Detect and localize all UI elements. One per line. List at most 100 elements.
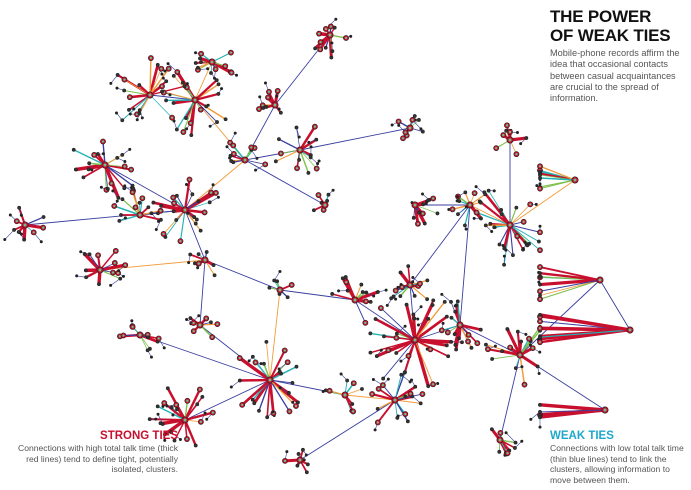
- person-node-center: [294, 404, 298, 408]
- leaf-node: [297, 135, 301, 139]
- tie-edge: [121, 198, 141, 216]
- leaf-node: [330, 41, 334, 45]
- leaf-node: [456, 195, 460, 199]
- person-node-center: [118, 335, 122, 338]
- person-node-center: [131, 325, 134, 329]
- person-node: [375, 406, 380, 411]
- person-node: [502, 262, 506, 267]
- person-node: [131, 186, 136, 191]
- person-node: [457, 336, 461, 341]
- strong-tie-edge: [99, 250, 117, 271]
- person-node: [122, 88, 127, 93]
- person-node: [411, 215, 416, 220]
- person-node: [204, 104, 209, 109]
- person-node: [343, 275, 348, 279]
- person-node: [368, 350, 373, 355]
- person-node: [86, 167, 91, 172]
- tie-edge: [157, 405, 186, 421]
- person-node: [193, 61, 198, 65]
- strong-tie-edge: [149, 85, 186, 96]
- strong-tie-edge: [82, 252, 102, 272]
- person-node-center: [421, 212, 425, 215]
- person-node: [199, 60, 203, 65]
- person-node-center: [211, 335, 214, 339]
- leaf-node: [436, 381, 440, 385]
- weak-tie-edge: [459, 204, 471, 326]
- hub-node-center: [343, 393, 347, 397]
- person-node-center: [101, 140, 105, 143]
- leaf-node: [185, 318, 189, 322]
- leaf-node: [492, 189, 496, 193]
- tie-edge: [539, 279, 601, 296]
- person-node: [41, 215, 46, 219]
- person-node-center: [186, 399, 189, 402]
- tie-edge: [539, 179, 576, 190]
- leaf-node: [408, 380, 412, 384]
- person-node-center: [267, 90, 271, 93]
- person-node: [426, 316, 431, 321]
- tie-edge: [161, 91, 196, 101]
- person-node: [514, 205, 519, 210]
- strong-tie-edge: [370, 392, 397, 402]
- person-node: [290, 380, 295, 385]
- person-node: [421, 202, 426, 207]
- tie-edge: [278, 138, 301, 151]
- leaf-node: [8, 213, 12, 217]
- leaf-node: [515, 130, 519, 134]
- person-node-center: [538, 298, 542, 301]
- person-node-center: [122, 334, 125, 337]
- strong-tie-edge: [159, 204, 187, 212]
- person-node-center: [214, 67, 217, 71]
- person-node: [165, 386, 170, 391]
- leaf-node: [277, 107, 281, 111]
- strong-tie-edge: [298, 125, 317, 152]
- leaf-node: [504, 431, 508, 435]
- person-node: [261, 106, 266, 110]
- person-node: [381, 376, 386, 381]
- person-node: [535, 364, 540, 369]
- strong-tie-edge: [331, 293, 356, 301]
- tie-edge: [121, 94, 151, 121]
- tie-edge: [509, 224, 541, 233]
- person-node: [425, 278, 430, 283]
- hub-node-center: [193, 98, 197, 102]
- person-node-center: [508, 346, 512, 349]
- person-node-center: [261, 104, 264, 107]
- leaf-node: [109, 81, 113, 85]
- person-node: [171, 209, 176, 214]
- person-node: [198, 56, 202, 61]
- tie-edge: [299, 149, 310, 174]
- person-node-center: [232, 152, 236, 156]
- leaf-node: [538, 350, 542, 354]
- tie-edge: [149, 57, 152, 96]
- hub-node-center: [408, 283, 412, 287]
- person-node: [119, 213, 123, 217]
- leaf-node: [203, 411, 207, 415]
- person-node: [171, 101, 176, 105]
- person-node-center: [531, 346, 534, 350]
- leaf-node: [123, 159, 127, 163]
- person-node: [174, 127, 179, 132]
- person-node-center: [381, 384, 385, 387]
- leaf-node: [396, 414, 400, 418]
- person-node: [297, 158, 301, 162]
- leaf-node: [399, 359, 403, 363]
- person-node: [296, 452, 301, 456]
- person-node: [456, 212, 460, 217]
- leaf-node: [317, 159, 321, 163]
- leaf-node: [521, 247, 525, 251]
- person-node-center: [216, 322, 219, 326]
- person-node: [538, 402, 542, 407]
- leaf-node: [154, 228, 158, 232]
- person-node: [87, 161, 92, 166]
- weak-tie-edge: [149, 94, 196, 101]
- leaf-node: [321, 390, 325, 394]
- tie-edge: [211, 52, 232, 63]
- weak-ties-description: Connections with low total talk time (th…: [550, 443, 684, 485]
- weak-tie-edge: [110, 278, 121, 286]
- person-node-center: [538, 290, 542, 293]
- leaf-node: [135, 118, 139, 122]
- person-node-center: [364, 321, 367, 325]
- person-node: [420, 129, 425, 134]
- tie-edge: [539, 329, 631, 338]
